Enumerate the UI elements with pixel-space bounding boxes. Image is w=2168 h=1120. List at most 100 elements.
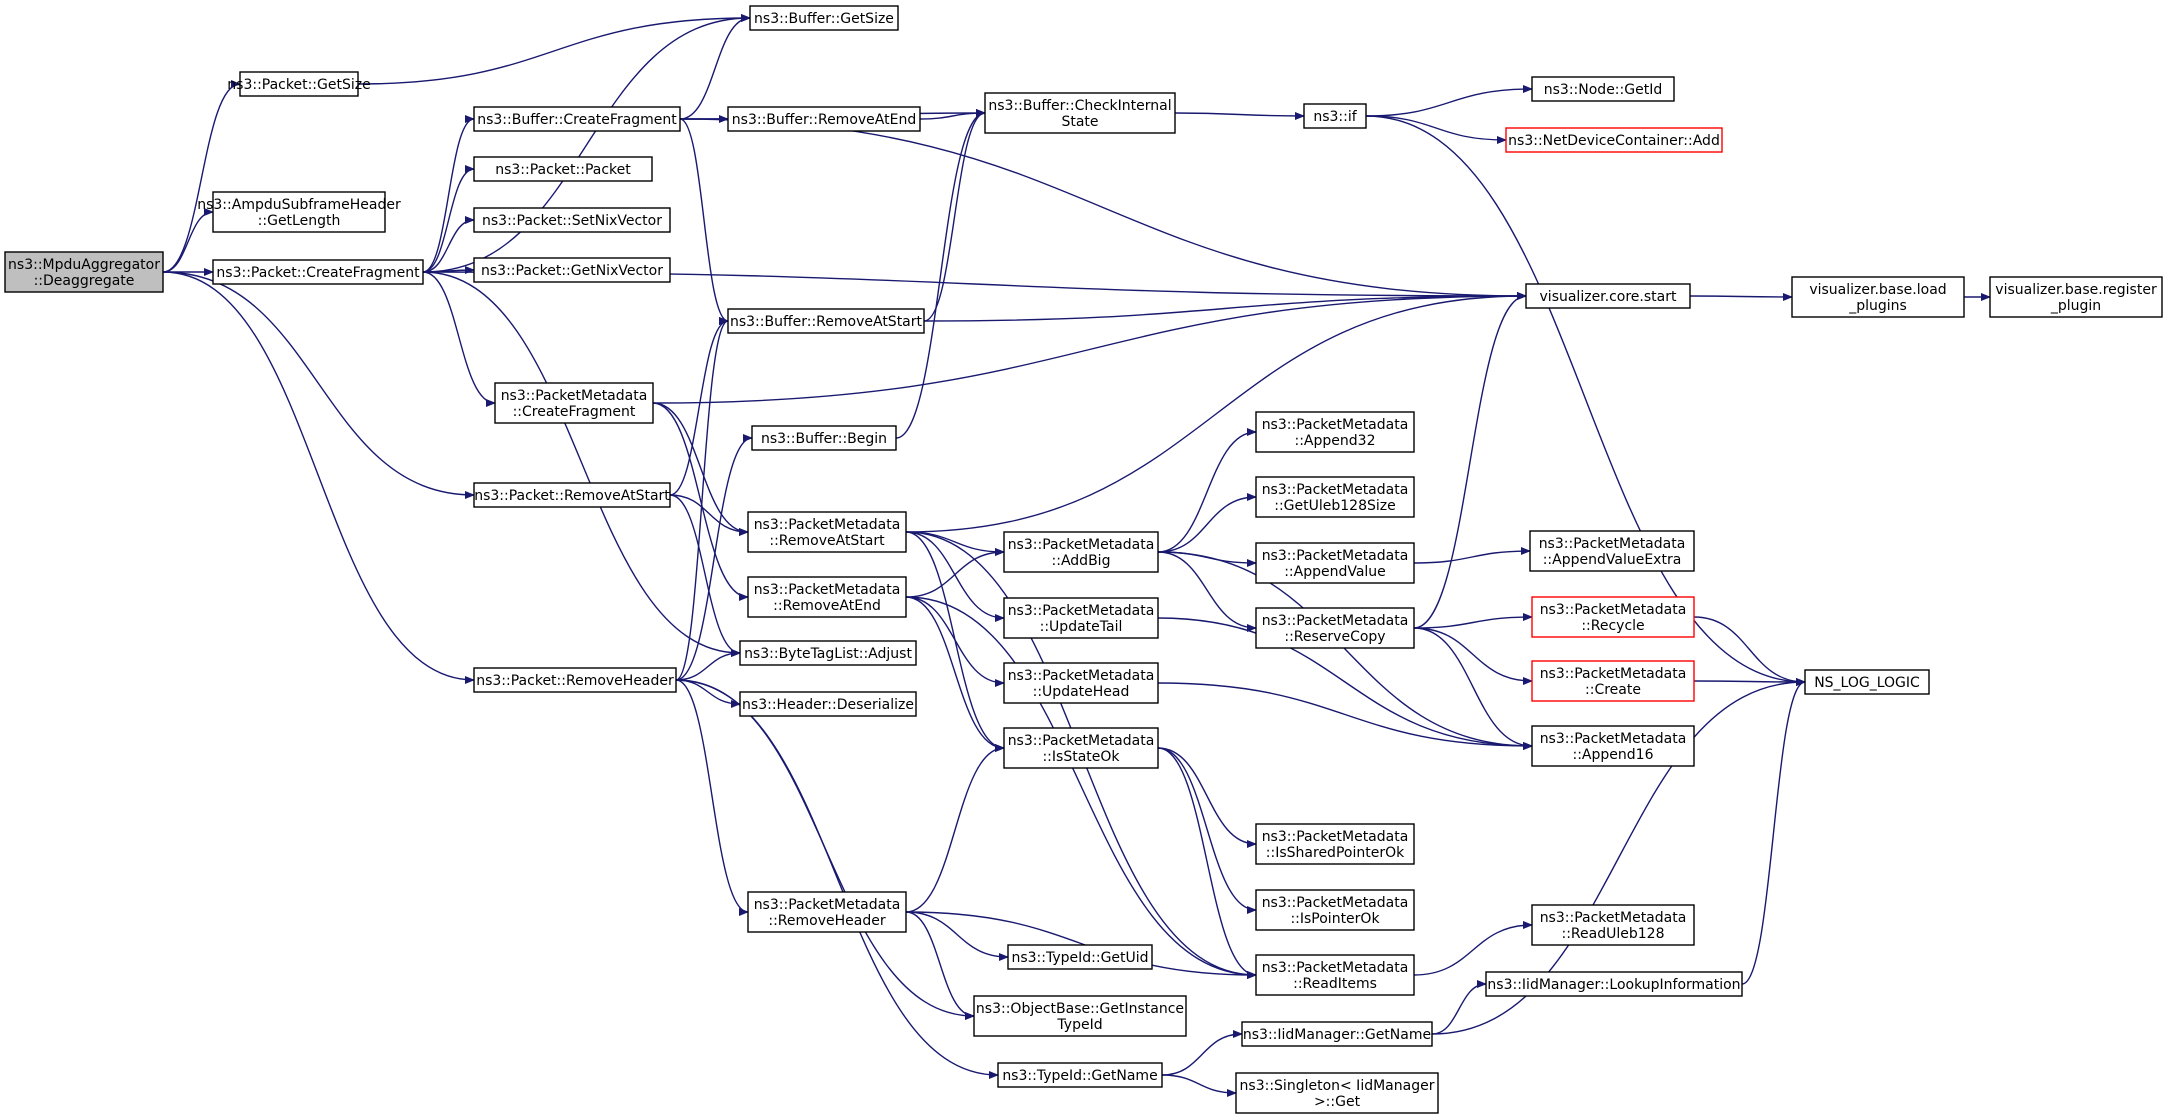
node-hdr-deserialize[interactable]: ns3::Header::Deserialize <box>739 691 917 717</box>
node-ns3-if[interactable]: ns3::if <box>1303 103 1367 129</box>
node-buf-removeatstart[interactable]: ns3::Buffer::RemoveAtStart <box>727 308 925 334</box>
node-ampdu-getlength[interactable]: ns3::AmpduSubframeHeader::GetLength <box>197 191 401 233</box>
node-iid-getname[interactable]: ns3::IidManager::GetName <box>1241 1021 1433 1047</box>
node-pm-removeatstart[interactable]: ns3::PacketMetadata::RemoveAtStart <box>747 511 907 553</box>
edge-pm_reservecopy-to-pm_create <box>1413 627 1533 685</box>
node-pm-getuleb128size[interactable]: ns3::PacketMetadata::GetUleb128Size <box>1255 476 1415 518</box>
node-pm-updatetail[interactable]: ns3::PacketMetadata::UpdateTail <box>1003 597 1159 639</box>
node-buf-getsize[interactable]: ns3::Buffer::GetSize <box>749 5 899 31</box>
node-label-line: ns3::PacketMetadata <box>1540 731 1687 747</box>
node-label-line: ns3::PacketMetadata <box>754 517 901 533</box>
node-label-line: ns3::MpduAggregator <box>8 257 160 273</box>
node-pm-reservecopy[interactable]: ns3::PacketMetadata::ReserveCopy <box>1255 607 1415 649</box>
node-label-line: ::Create <box>1585 682 1641 698</box>
node-pm-isstateok[interactable]: ns3::PacketMetadata::IsStateOk <box>1003 727 1159 769</box>
node-pm-updatehead[interactable]: ns3::PacketMetadata::UpdateHead <box>1003 662 1159 704</box>
node-box <box>727 308 925 334</box>
node-box <box>1531 76 1675 102</box>
node-label-line: ::CreateFragment <box>513 404 636 420</box>
node-pkt-getnix[interactable]: ns3::Packet::GetNixVector <box>473 257 671 283</box>
node-singleton-get[interactable]: ns3::Singleton< IidManager>::Get <box>1235 1072 1439 1114</box>
node-pm-ispointerok[interactable]: ns3::PacketMetadata::IsPointerOk <box>1255 889 1415 931</box>
edge-ns3_if-to-ndc_add <box>1365 115 1507 144</box>
node-label-line: ns3::Packet::SetNixVector <box>482 213 662 229</box>
node-ndc-add[interactable]: ns3::NetDeviceContainer::Add <box>1505 127 1723 153</box>
edge-pm_removeatend-to-pm_addbig <box>905 548 1005 598</box>
node-box <box>1525 283 1691 309</box>
node-pm-issharedpointerok[interactable]: ns3::PacketMetadata::IsSharedPointerOk <box>1255 823 1415 865</box>
node-label-line: ::ReadItems <box>1293 976 1377 992</box>
node-label-line: ns3::ObjectBase::GetInstance <box>976 1001 1184 1017</box>
node-btl-adjust[interactable]: ns3::ByteTagList::Adjust <box>739 640 917 666</box>
node-pm-recycle[interactable]: ns3::PacketMetadata::Recycle <box>1531 596 1695 638</box>
node-pm-append16[interactable]: ns3::PacketMetadata::Append16 <box>1531 725 1695 767</box>
node-box <box>747 511 907 553</box>
node-pm-addbig[interactable]: ns3::PacketMetadata::AddBig <box>1003 531 1159 573</box>
node-pkt-getsize[interactable]: ns3::Packet::GetSize <box>227 71 371 97</box>
node-node-getid[interactable]: ns3::Node::GetId <box>1531 76 1675 102</box>
node-label-line: ::RemoveAtEnd <box>773 598 881 614</box>
node-pm-create[interactable]: ns3::PacketMetadata::Create <box>1531 660 1695 702</box>
edge-buf_createfragment-to-buf_removeatstart <box>679 118 729 325</box>
node-pm-appendvalueextra[interactable]: ns3::PacketMetadata::AppendValueExtra <box>1529 530 1695 572</box>
node-iid-lookupinfo[interactable]: ns3::IidManager::LookupInformation <box>1485 971 1743 997</box>
edge-pkt_getsize-to-buf_getsize <box>357 14 751 85</box>
node-label-line: TypeId <box>1056 1017 1102 1033</box>
node-pkt-packet[interactable]: ns3::Packet::Packet <box>473 156 653 182</box>
edge-pm_reservecopy-to-pm_recycle <box>1413 613 1533 629</box>
edge-pm_isstateok-to-pm_readitems <box>1157 747 1257 979</box>
node-label-line: ::Append16 <box>1573 747 1654 763</box>
edge-pm_createfragment-to-vis_core_start <box>652 292 1527 404</box>
node-box <box>4 251 164 293</box>
node-box <box>473 482 671 508</box>
node-label-line: ::Deaggregate <box>34 273 135 289</box>
edge-pkt_removeheader-to-hdr_deserialize <box>675 679 741 708</box>
node-box <box>1804 669 1930 695</box>
node-pm-readitems[interactable]: ns3::PacketMetadata::ReadItems <box>1255 954 1415 996</box>
edge-pm_addbig-to-pm_reservecopy <box>1157 551 1257 632</box>
node-label-line: ns3::Header::Deserialize <box>742 697 914 713</box>
node-label-line: ns3::PacketMetadata <box>1262 829 1409 845</box>
node-pkt-setnix[interactable]: ns3::Packet::SetNixVector <box>473 207 671 233</box>
node-pm-removeheader[interactable]: ns3::PacketMetadata::RemoveHeader <box>747 891 907 933</box>
node-pm-removeatend[interactable]: ns3::PacketMetadata::RemoveAtEnd <box>747 576 907 618</box>
node-label-line: ::Append32 <box>1295 433 1376 449</box>
node-pkt-removeheader[interactable]: ns3::Packet::RemoveHeader <box>473 667 677 693</box>
edge-pkt_createfragment-to-btl_adjust <box>422 271 741 657</box>
node-box <box>727 106 921 132</box>
node-label-line: visualizer.core.start <box>1540 289 1677 305</box>
node-box <box>1003 531 1159 573</box>
node-pm-append32[interactable]: ns3::PacketMetadata::Append32 <box>1255 411 1415 453</box>
node-buf-createfragment[interactable]: ns3::Buffer::CreateFragment <box>473 106 681 132</box>
node-ns-log-logic[interactable]: NS_LOG_LOGIC <box>1804 669 1930 695</box>
node-label-line: ::IsStateOk <box>1042 749 1120 765</box>
node-typeid-getuid[interactable]: ns3::TypeId::GetUid <box>1007 944 1153 970</box>
node-root[interactable]: ns3::MpduAggregator::Deaggregate <box>4 251 164 293</box>
node-pm-appendvalue[interactable]: ns3::PacketMetadata::AppendValue <box>1255 542 1415 584</box>
node-buf-removeatend[interactable]: ns3::Buffer::RemoveAtEnd <box>727 106 921 132</box>
node-vis-register-plugin[interactable]: visualizer.base.register_plugin <box>1989 276 2163 318</box>
node-pm-createfragment[interactable]: ns3::PacketMetadata::CreateFragment <box>494 382 654 424</box>
edge-pm_reservecopy-to-vis_core_start <box>1413 292 1527 629</box>
node-box <box>997 1062 1163 1088</box>
edge-pm_removeheader-to-typeid_getuid <box>905 911 1009 961</box>
node-box <box>1255 607 1415 649</box>
node-box <box>1255 411 1415 453</box>
node-typeid-getname[interactable]: ns3::TypeId::GetName <box>997 1062 1163 1088</box>
node-label-line: ns3::TypeId::GetName <box>1002 1068 1157 1084</box>
node-pkt-createfragment[interactable]: ns3::Packet::CreateFragment <box>212 259 424 285</box>
node-label-line: ns3::Buffer::RemoveAtEnd <box>732 112 916 128</box>
node-vis-core-start[interactable]: visualizer.core.start <box>1525 283 1691 309</box>
node-pm-readuleb128[interactable]: ns3::PacketMetadata::ReadUleb128 <box>1531 904 1695 946</box>
node-label-line: NS_LOG_LOGIC <box>1814 675 1920 691</box>
node-pkt-removeatstart[interactable]: ns3::Packet::RemoveAtStart <box>473 482 671 508</box>
edge-buf_begin-to-buf_checkinternal <box>895 109 986 439</box>
node-buf-begin[interactable]: ns3::Buffer::Begin <box>751 425 897 451</box>
node-box <box>212 259 424 285</box>
node-box <box>212 191 386 233</box>
node-box <box>1255 954 1415 996</box>
node-vis-load-plugins[interactable]: visualizer.base.load_plugins <box>1791 276 1965 318</box>
node-box <box>749 5 899 31</box>
